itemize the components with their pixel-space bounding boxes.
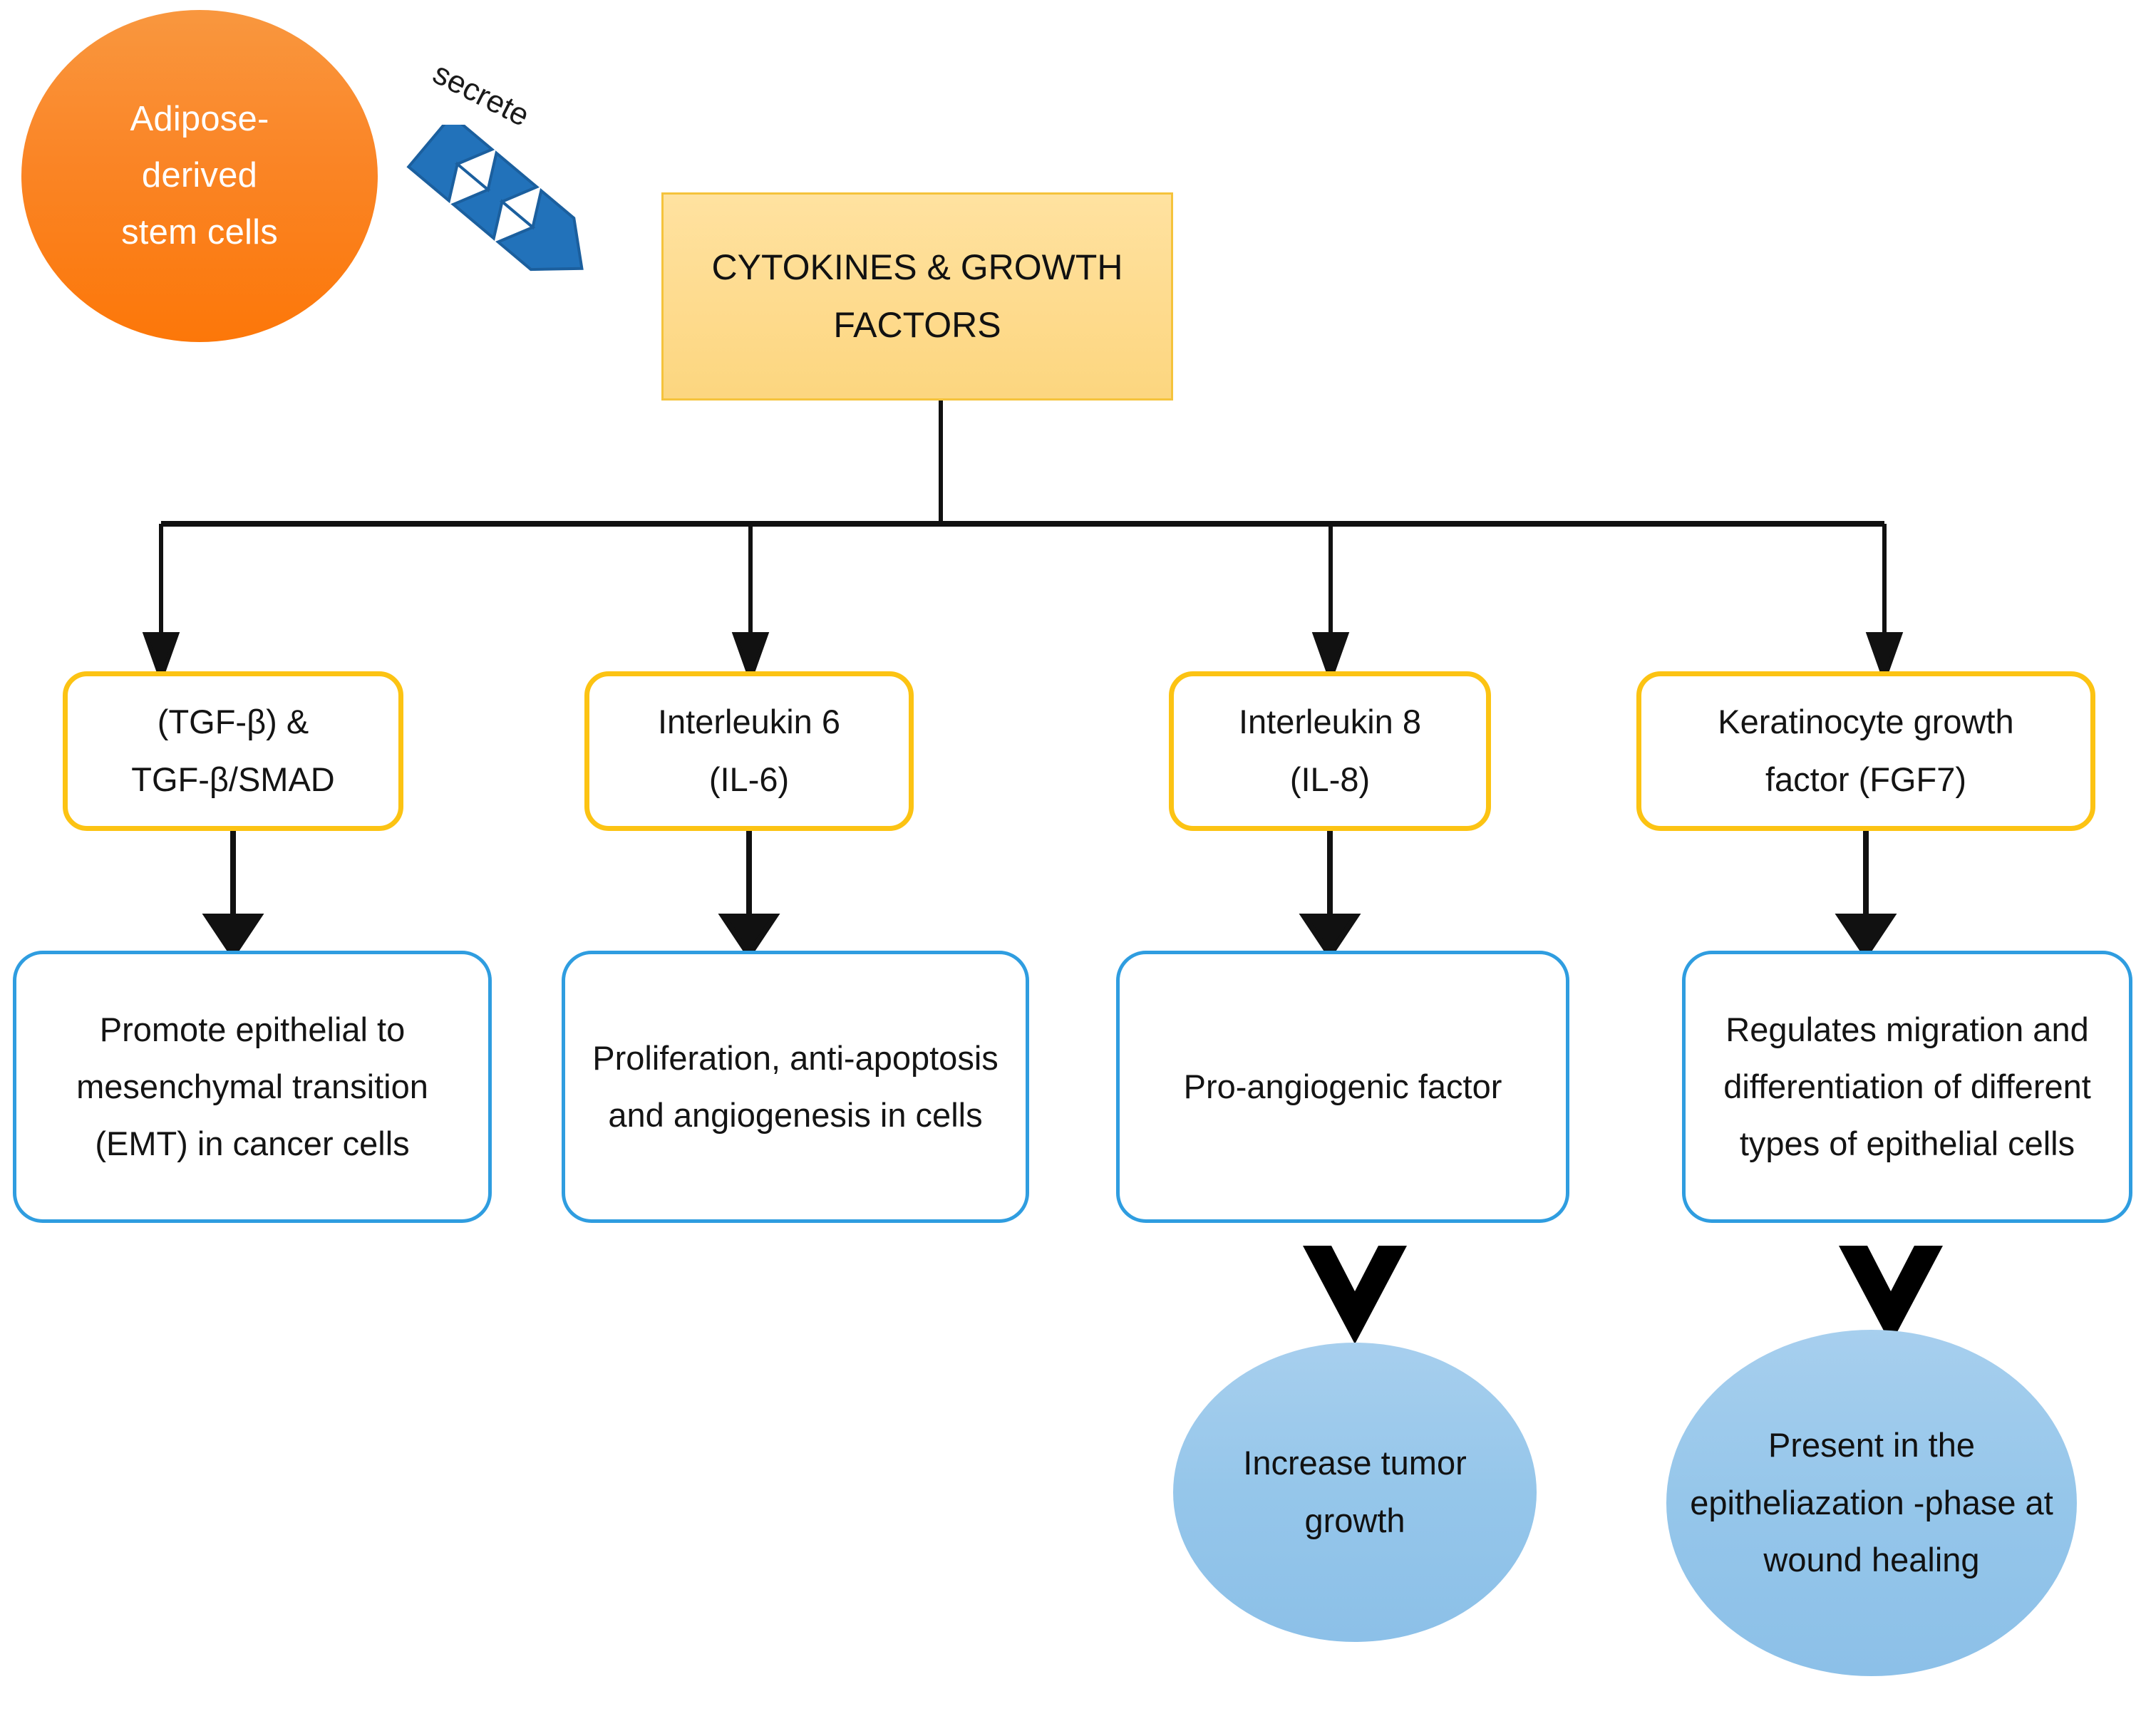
factor-node-fgf7[interactable]: Keratinocyte growth factor (FGF7) [1636, 671, 2095, 831]
outcome-label-tumor-growth: Increase tumor growth [1243, 1444, 1467, 1539]
factor-label-il6: Interleukin 6 (IL-6) [657, 703, 841, 798]
outcome-node-wound-healing[interactable]: Present in the epitheliazation -phase at… [1666, 1330, 2077, 1676]
factor-node-tgf-beta[interactable]: (TGF-β) & TGF-β/SMAD [63, 671, 403, 831]
effect-node-proliferation[interactable]: Proliferation, anti-apoptosis and angiog… [562, 951, 1029, 1223]
adipose-derived-stem-cells-label: Adipose- derived stem cells [121, 99, 278, 252]
factor-label-il8: Interleukin 8 (IL-8) [1238, 703, 1422, 798]
adipose-derived-stem-cells-node[interactable]: Adipose- derived stem cells [21, 10, 378, 342]
secrete-label: secrete [427, 56, 535, 134]
cytokines-growth-factors-label: CYTOKINES & GROWTH FACTORS [711, 247, 1123, 345]
factor-label-fgf7: Keratinocyte growth factor (FGF7) [1718, 703, 2014, 798]
effect-label-proliferation: Proliferation, anti-apoptosis and angiog… [592, 1039, 999, 1134]
effect-node-emt[interactable]: Promote epithelial to mesenchymal transi… [13, 951, 492, 1223]
cytokines-growth-factors-node[interactable]: CYTOKINES & GROWTH FACTORS [661, 192, 1173, 401]
factor-node-il6[interactable]: Interleukin 6 (IL-6) [584, 671, 914, 831]
effect-label-pro-angiogenic: Pro-angiogenic factor [1183, 1068, 1502, 1106]
effect-node-migration[interactable]: Regulates migration and differentiation … [1682, 951, 2132, 1223]
secrete-block-arrow [406, 125, 584, 272]
factor-node-il8[interactable]: Interleukin 8 (IL-8) [1169, 671, 1491, 831]
effect-label-emt: Promote epithelial to mesenchymal transi… [76, 1011, 428, 1162]
outcome-node-tumor-growth[interactable]: Increase tumor growth [1173, 1343, 1537, 1642]
effect-label-migration: Regulates migration and differentiation … [1723, 1011, 2091, 1162]
effect-node-pro-angiogenic[interactable]: Pro-angiogenic factor [1116, 951, 1569, 1223]
factor-label-tgf-beta: (TGF-β) & TGF-β/SMAD [131, 703, 335, 798]
outcome-label-wound-healing: Present in the epitheliazation -phase at… [1690, 1425, 2053, 1579]
